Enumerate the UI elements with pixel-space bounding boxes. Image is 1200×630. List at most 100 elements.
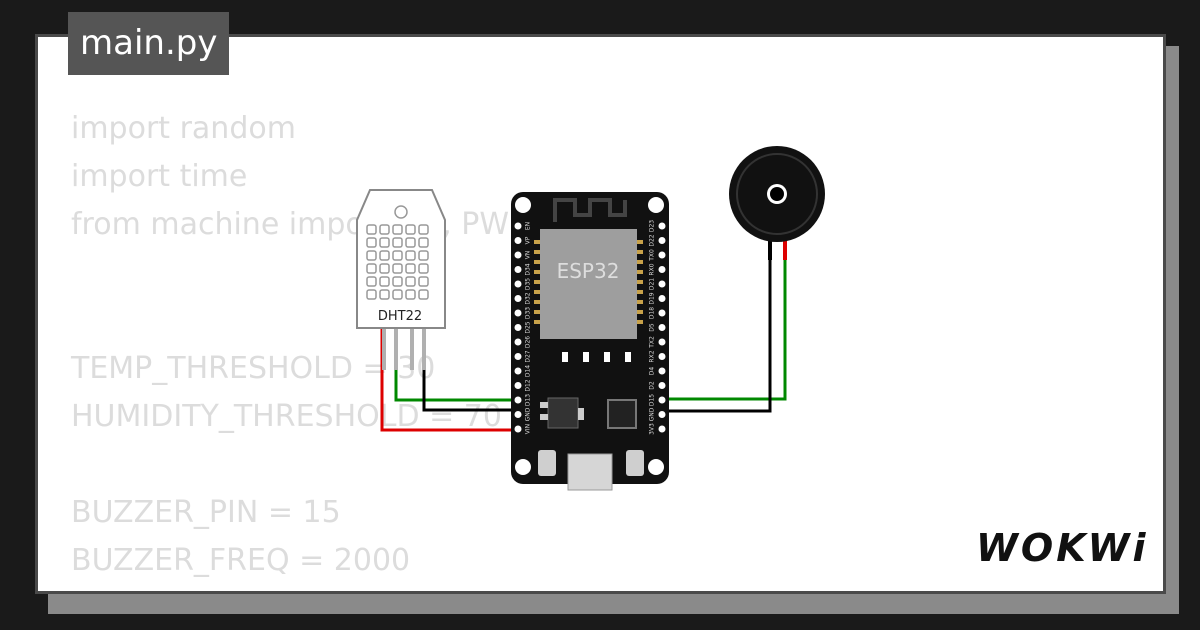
header-pin[interactable] [658, 338, 666, 346]
header-pin[interactable] [658, 324, 666, 331]
pin-label: GND [525, 407, 532, 421]
code-line: HUMIDITY_THRESHOLD = 70 [71, 399, 502, 434]
esp32-right-header: D23D22TX0RX0D21D19D18D5TX2RX2D4D2D15GND3… [649, 220, 666, 435]
pin-label: D35 [525, 278, 532, 290]
pin-label: D5 [649, 323, 656, 332]
grille-hole [392, 276, 403, 287]
header-pin[interactable] [514, 295, 522, 302]
esp32-label: ESP32 [557, 259, 620, 283]
header-pin[interactable] [658, 425, 666, 433]
header-pin[interactable] [514, 324, 522, 331]
code-line: import time [71, 159, 248, 194]
pin-label: D22 [649, 234, 656, 246]
grille-hole [392, 289, 403, 300]
header-pin[interactable] [514, 425, 522, 433]
pin-label: D12 [525, 379, 532, 391]
pin-label: TX2 [649, 336, 656, 349]
header-pin[interactable] [658, 353, 666, 360]
header-pin[interactable] [514, 396, 522, 404]
pin-label: D19 [649, 292, 656, 304]
pin-label: RX2 [649, 350, 656, 362]
grille-hole [366, 263, 377, 274]
pin-label: RX0 [649, 263, 656, 275]
header-pin[interactable] [658, 309, 666, 317]
grille-hole [405, 263, 416, 274]
pin-label: D14 [525, 365, 532, 377]
grille-hole [418, 237, 429, 248]
grille-hole [392, 237, 403, 248]
header-pin[interactable] [514, 382, 522, 389]
grille-hole [379, 250, 390, 261]
usb-uart-chip [607, 399, 637, 429]
wokwi-logo: WOKWi [976, 526, 1149, 570]
header-pin[interactable] [658, 295, 666, 302]
grille-hole [379, 237, 390, 248]
file-tab[interactable]: main.py [68, 12, 230, 75]
header-pin[interactable] [658, 382, 666, 389]
grille-hole [379, 276, 390, 287]
code-line: BUZZER_FREQ = 2000 [71, 543, 411, 578]
esp32-board[interactable]: ESP32 ENVPVND34D35D32D33D25D26D27D14D12D… [511, 192, 669, 491]
code-line: import random [71, 111, 296, 146]
pin-label: D34 [525, 263, 532, 275]
grille-hole [405, 289, 416, 300]
grille-hole [366, 224, 377, 235]
header-pin[interactable] [514, 353, 522, 360]
grille-hole [392, 250, 403, 261]
dht22-sensor[interactable]: DHT22 [356, 189, 446, 370]
header-pin[interactable] [514, 411, 522, 418]
grille-hole [379, 224, 390, 235]
header-pin[interactable] [514, 251, 522, 259]
header-pin[interactable] [514, 309, 522, 317]
pin-label: 3V3 [649, 423, 656, 435]
usb-port [567, 453, 613, 491]
esp32-chip [540, 229, 637, 339]
grille-hole [418, 263, 429, 274]
header-pin[interactable] [514, 237, 522, 244]
grille-hole [405, 250, 416, 261]
header-pin[interactable] [514, 266, 522, 273]
pin-label: EN [525, 222, 532, 230]
pin-label: VN [525, 251, 532, 260]
header-pin[interactable] [658, 280, 666, 288]
pin-label: TX0 [649, 249, 656, 262]
grille-hole [366, 237, 377, 248]
pin-label: D25 [525, 321, 532, 333]
header-pin[interactable] [658, 396, 666, 404]
grille-hole [366, 250, 377, 261]
pin-label: GND [649, 407, 656, 421]
header-pin[interactable] [658, 237, 666, 244]
piezo-buzzer[interactable] [729, 146, 825, 260]
code-preview: import random import time from machine i… [71, 105, 535, 591]
header-pin[interactable] [658, 411, 666, 418]
grille-hole [379, 289, 390, 300]
grille-hole [418, 276, 429, 287]
pin-label: D15 [649, 394, 656, 406]
pin-label: VP [525, 236, 532, 244]
header-pin[interactable] [658, 266, 666, 273]
pin-label: D18 [649, 307, 656, 319]
grille-hole [405, 224, 416, 235]
pin-label: D2 [649, 381, 656, 390]
dht22-label: DHT22 [378, 309, 422, 324]
esp32-chip-pins [534, 240, 643, 324]
boot-button[interactable] [538, 450, 556, 476]
pin-label: D23 [649, 220, 656, 232]
header-pin[interactable] [658, 222, 666, 230]
pin-label: D32 [525, 292, 532, 304]
grille-hole [392, 263, 403, 274]
header-pin[interactable] [514, 338, 522, 346]
pin-label: D21 [649, 278, 656, 290]
pin-label: D33 [525, 307, 532, 319]
header-pin[interactable] [658, 251, 666, 259]
header-pin[interactable] [658, 367, 666, 375]
header-pin[interactable] [514, 222, 522, 230]
header-pin[interactable] [514, 367, 522, 375]
grille-hole [418, 289, 429, 300]
buzzer-signal-wire [662, 240, 787, 401]
reset-button[interactable] [626, 450, 644, 476]
mount-hole [394, 205, 408, 219]
code-line: TEMP_THRESHOLD = 30 [71, 351, 436, 386]
header-pin[interactable] [514, 280, 522, 288]
